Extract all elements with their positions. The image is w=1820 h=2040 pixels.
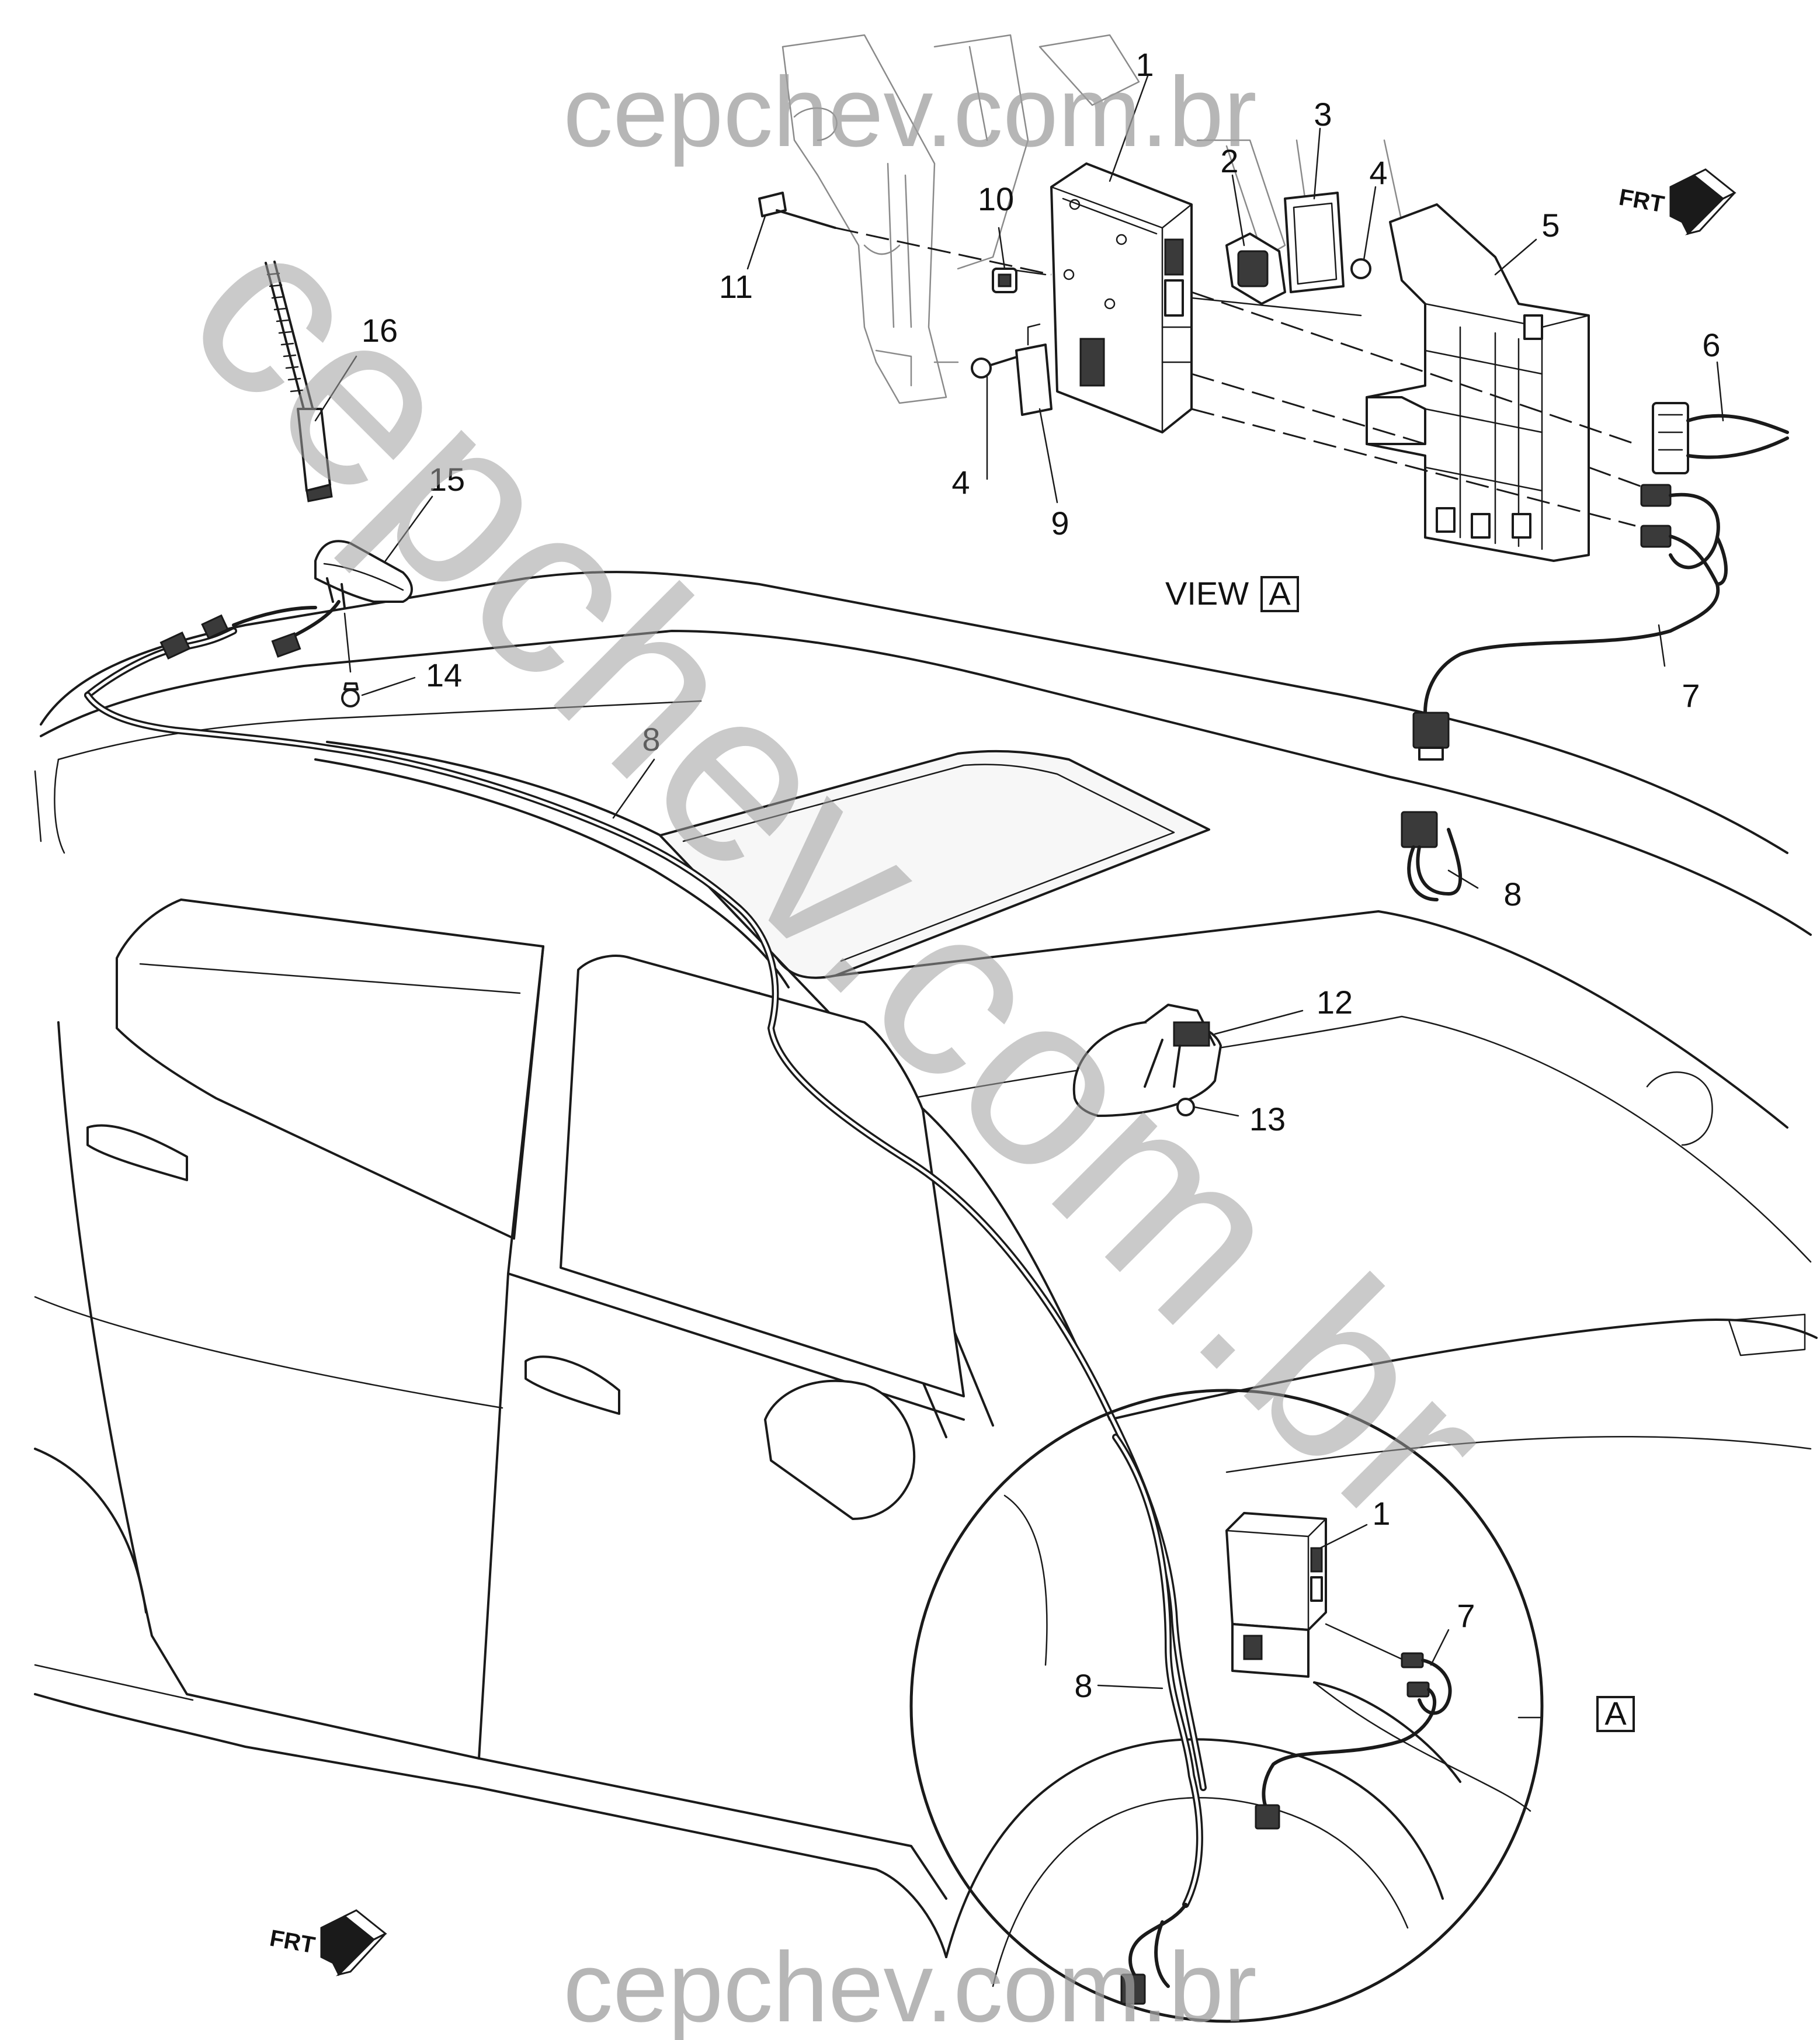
inside-mirror-part-12 [1072, 1004, 1222, 1117]
detail-letter: A [1604, 1695, 1627, 1732]
module-connector-part-2 [1225, 233, 1286, 305]
detail-view-circle [909, 1389, 1544, 2023]
callout-4-top: 4 [1369, 154, 1387, 191]
callout-4-mid: 4 [951, 464, 970, 501]
pillar-bracket [782, 34, 1403, 404]
module-cover-part-3 [1284, 192, 1345, 293]
callout-2: 2 [1220, 143, 1238, 179]
harness-part-6 [1652, 402, 1789, 474]
callout-labels: 1 2 3 4 5 6 7 8 9 10 11 4 12 13 14 15 16… [362, 46, 1721, 1704]
bracket-part-9 [1015, 323, 1053, 416]
callout-8-detail: 8 [1074, 1667, 1092, 1704]
callout-9: 9 [1051, 505, 1069, 542]
callout-3: 3 [1314, 96, 1332, 133]
callout-7-detail: 7 [1457, 1597, 1475, 1634]
front-arrow-top: FRT [1617, 168, 1736, 235]
callout-1-detail: 1 [1372, 1495, 1390, 1532]
view-a-label: VIEW A [1165, 575, 1299, 612]
frt-label-top: FRT [1617, 185, 1666, 218]
callout-12: 12 [1317, 984, 1353, 1021]
roof-antenna [265, 261, 413, 707]
alignment-lines [835, 227, 1654, 527]
harness-part-8-right [1401, 811, 1463, 901]
communication-module [1050, 162, 1193, 433]
callout-10: 10 [978, 181, 1014, 217]
bolt-part-11 [758, 192, 836, 229]
callout-1-top: 1 [1135, 46, 1154, 83]
harness-part-7 [1412, 484, 1728, 761]
watermark-bottom: cepchev.com.br [563, 1932, 1256, 2040]
callout-13: 13 [1249, 1101, 1286, 1137]
callout-11: 11 [719, 268, 753, 305]
callout-14: 14 [426, 657, 462, 693]
callout-8-roof: 8 [642, 721, 660, 758]
callout-16: 16 [362, 312, 398, 349]
module-bracket-part-5 [1366, 203, 1590, 562]
callout-7-top: 7 [1682, 677, 1700, 714]
clip-part-10 [992, 268, 1017, 293]
callout-15: 15 [429, 461, 465, 498]
callout-6: 6 [1702, 327, 1720, 363]
front-arrow-bottom: FRT [268, 1909, 387, 1976]
frt-label-bottom: FRT [268, 1925, 317, 1959]
watermark-diagonal: cepchev.com.br [137, 171, 1543, 1577]
view-label: VIEW [1165, 575, 1249, 612]
callout-5: 5 [1541, 207, 1559, 244]
callout-8-right: 8 [1503, 876, 1522, 913]
view-letter: A [1269, 575, 1291, 612]
detail-a-tag: A [1596, 1695, 1635, 1732]
callout-leaders [314, 75, 1724, 1719]
vehicle-body [34, 571, 1818, 1987]
nut-part-4-top [1350, 258, 1371, 279]
watermark-top: cepchev.com.br [563, 57, 1256, 168]
